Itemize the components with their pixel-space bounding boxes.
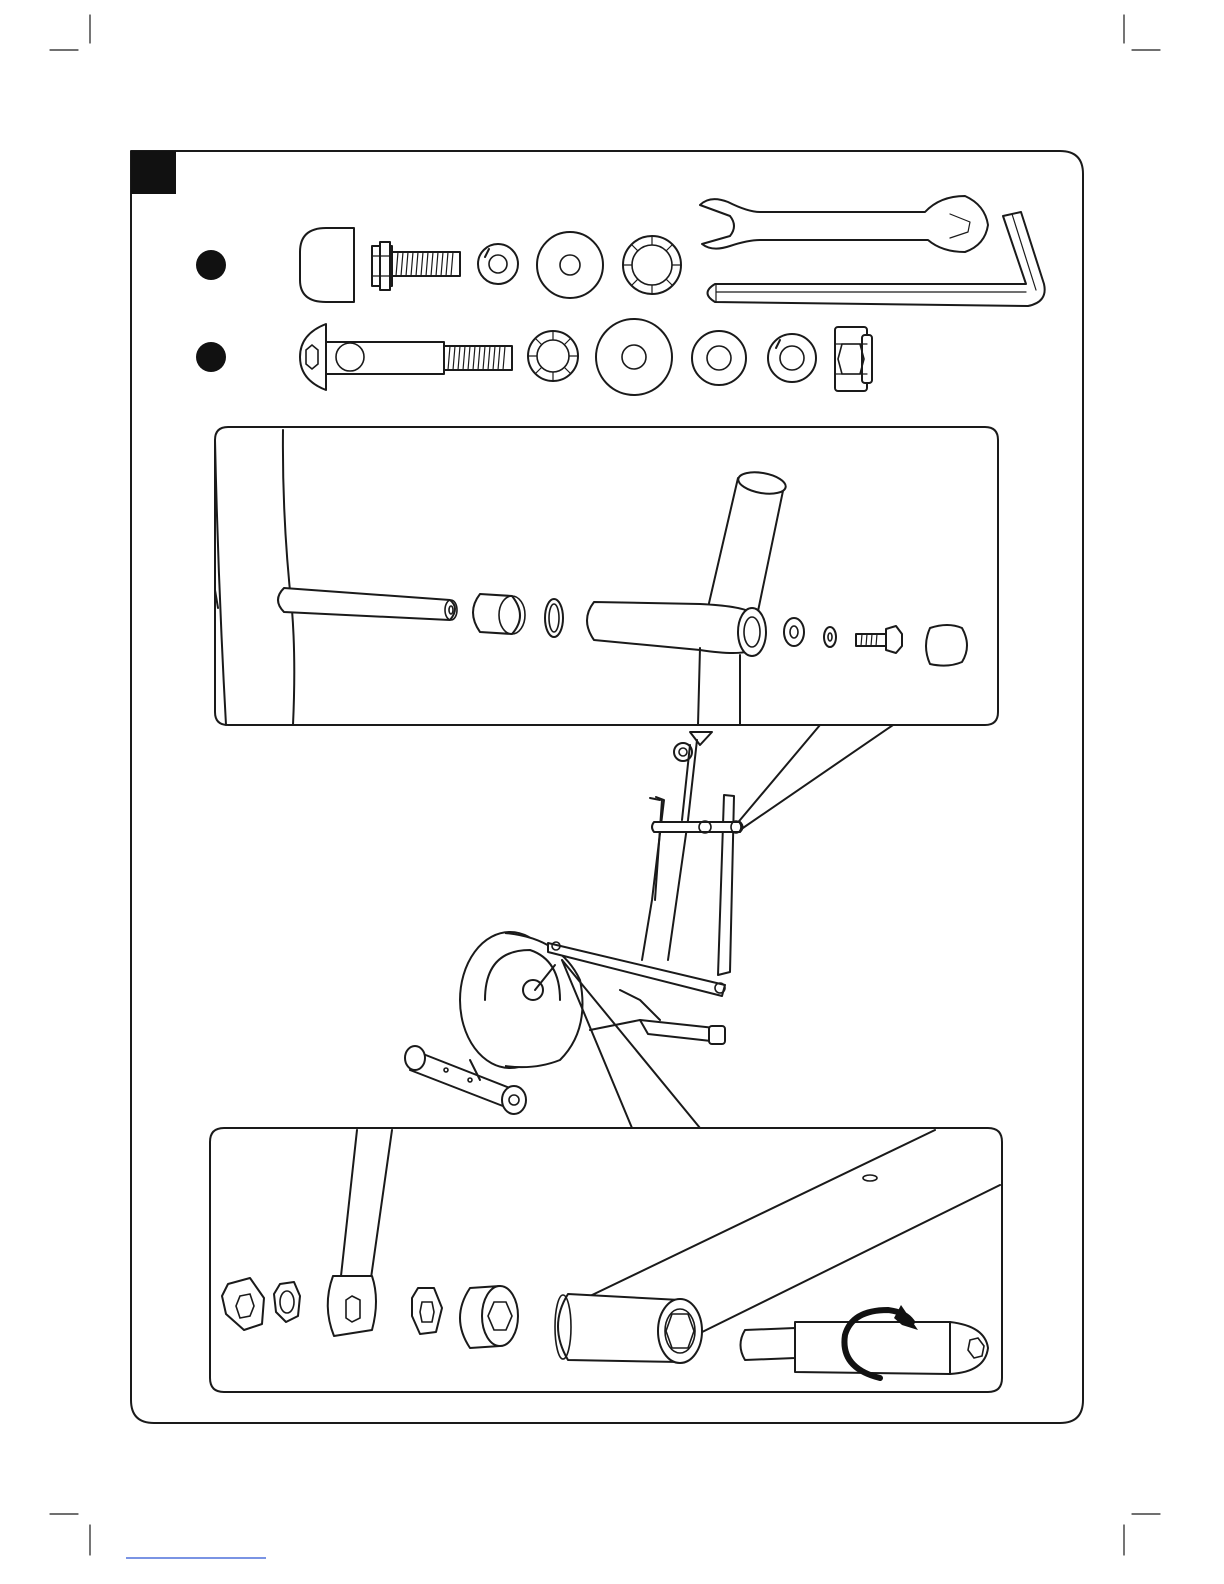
star-washer-icon [623,236,681,294]
callout-lines-top [735,725,893,830]
bushing-icon [473,594,525,634]
large-flat-washer-icon [596,319,672,395]
step-number-marker [131,151,176,194]
lock-nut-icon [222,1278,264,1330]
hardware-row-2-marker [196,342,226,372]
end-cap-icon [300,228,354,302]
flange-bolt-icon [372,242,460,290]
bushing-icon [460,1286,518,1348]
flat-washer-icon [784,618,804,646]
detail-panel-top [215,427,998,725]
star-washer-icon [412,1288,442,1334]
hardware-row-1-marker [196,250,226,280]
machine-overview [405,732,743,1114]
flange-bolt-icon [856,626,902,653]
split-washer-icon [478,244,518,284]
pedal-arm [328,1130,392,1336]
shoulder-bolt-icon [300,324,512,390]
lock-nut-icon [835,327,872,391]
split-washer-icon [768,334,816,382]
shoulder-bolt-icon [741,1322,989,1374]
axle-sleeve [555,1294,702,1363]
frame-upright-tube [215,430,294,725]
open-end-wrench-icon [700,196,988,252]
pivot-axle [278,588,457,620]
star-washer-icon [274,1282,300,1322]
end-cap-icon [926,625,967,666]
handlebar-arm [587,469,787,725]
split-washer-icon [824,627,836,647]
spacer-ring-icon [545,599,563,637]
flat-washer-icon [537,232,603,298]
star-washer-icon [528,331,578,381]
flat-washer-icon [692,331,746,385]
